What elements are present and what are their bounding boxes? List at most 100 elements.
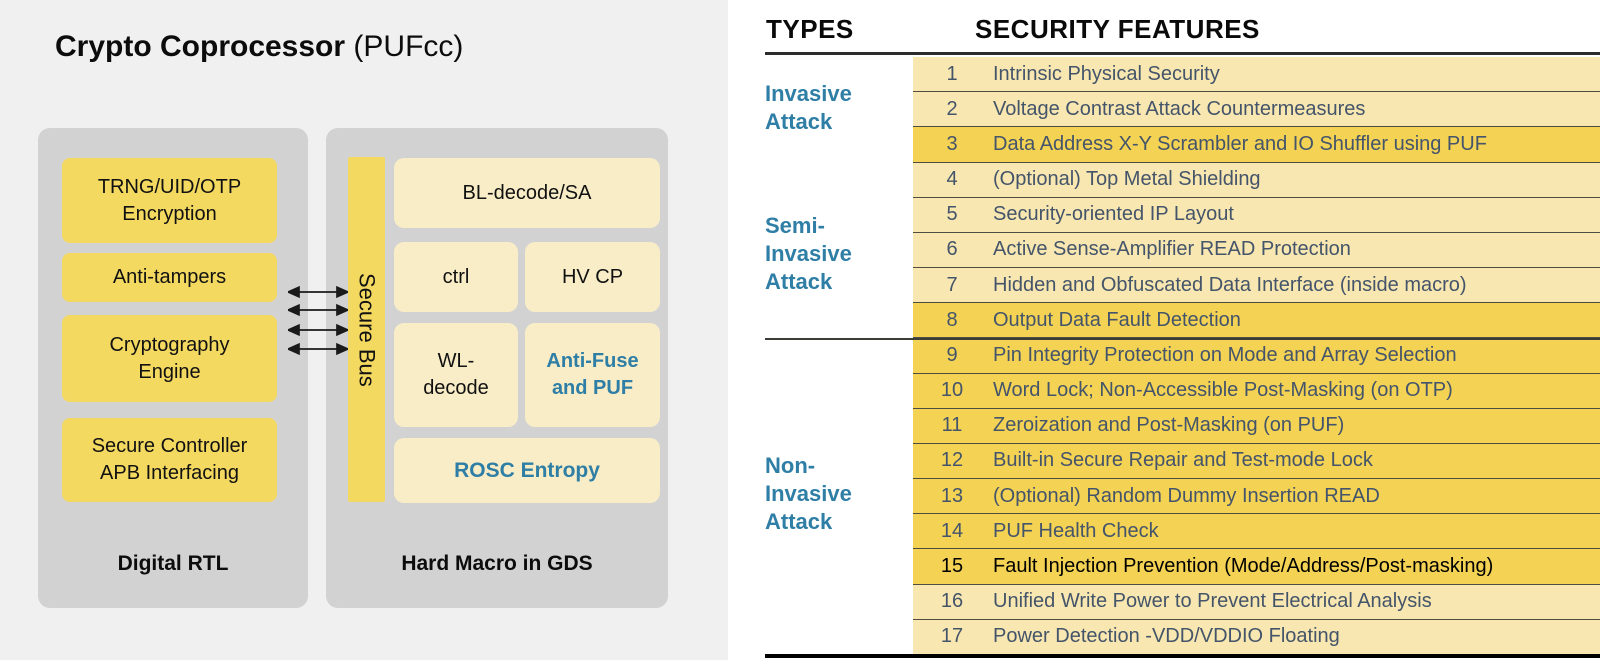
row-feature-text: Built-in Secure Repair and Test-mode Loc… [993, 449, 1373, 472]
row-number: 4 [946, 168, 958, 191]
row-number: 15 [940, 554, 964, 577]
row-feature-text: Zeroization and Post-Masking (on PUF) [993, 414, 1345, 437]
digital-rtl-caption: Digital RTL [117, 552, 229, 575]
group-label-line: Semi- [765, 213, 825, 238]
table-row-1: 1 Intrinsic Physical Security [913, 57, 1600, 92]
group-label-line: Non- [765, 453, 816, 478]
row-feature-text: Unified Write Power to Prevent Electrica… [993, 590, 1432, 613]
row-feature-text: (Optional) Random Dummy Insertion READ [993, 484, 1380, 507]
row-feature-text: PUF Health Check [993, 519, 1159, 542]
table-row-6: 6 Active Sense-Amplifier READ Protection [913, 231, 1600, 268]
row-feature-text: Security-oriented IP Layout [993, 203, 1234, 226]
table-row-13: 13 (Optional) Random Dummy Insertion READ [913, 478, 1600, 514]
block-rosc-entropy: ROSC Entropy [394, 438, 660, 503]
header-divider-line [765, 52, 1600, 55]
table-row-16: 16 Unified Write Power to Prevent Electri… [913, 583, 1600, 619]
table-row-11: 11 Zeroization and Post-Masking (on PUF) [913, 407, 1600, 443]
row-number: 12 [940, 449, 964, 472]
hard-macro-caption: Hard Macro in GDS [401, 552, 593, 575]
block-line: BL-decode/SA [462, 181, 592, 204]
table-bottom-line [765, 654, 1600, 658]
table-row-14: 14 PUF Health Check [913, 513, 1600, 549]
row-number: 5 [946, 203, 958, 226]
block-line: ROSC Entropy [454, 459, 600, 482]
row-feature-text: Active Sense-Amplifier READ Protection [993, 238, 1351, 261]
row-number: 1 [946, 62, 958, 85]
block-secure-controller: Secure Controller APB Interfacing [62, 418, 277, 502]
group-divider-line [765, 338, 1600, 340]
title-suffix: (PUFcc) [345, 30, 464, 63]
block-line: TRNG/UID/OTP [97, 175, 242, 198]
security-features-rows: 1 Intrinsic Physical Security 2 Voltage Con… [913, 57, 1600, 654]
group-label-line: Attack [765, 269, 833, 294]
row-number: 13 [940, 484, 964, 507]
row-number: 3 [946, 132, 958, 155]
block-trng-uid-otp: TRNG/UID/OTP Encryption [62, 158, 277, 243]
table-row-9: 9 Pin Integrity Protection on Mode and Ar… [913, 337, 1600, 373]
group-label-line: Invasive [765, 481, 852, 506]
block-anti-tampers: Anti-tampers [62, 253, 277, 302]
block-wl-decode: WL- decode [394, 323, 518, 427]
row-number: 14 [940, 519, 964, 542]
table-row-8: 8 Output Data Fault Detection [913, 302, 1600, 338]
block-line: ctrl [442, 265, 470, 288]
table-row-12: 12 Built-in Secure Repair and Test-mode L… [913, 442, 1600, 479]
table-row-2: 2 Voltage Contrast Attack Countermeasures [913, 91, 1600, 127]
block-line: and PUF [551, 377, 634, 399]
block-line: decode [423, 377, 489, 399]
row-feature-text: Intrinsic Physical Security [993, 62, 1220, 85]
row-number: 6 [946, 238, 958, 261]
group-label-line: Invasive [765, 81, 852, 106]
row-feature-text: (Optional) Top Metal Shielding [993, 168, 1261, 191]
block-line: Cryptography [109, 333, 230, 356]
table-row-7: 7 Hidden and Obfuscated Data Interface (i… [913, 267, 1600, 303]
secure-bus-bar: Secure Bus [348, 157, 385, 502]
digital-rtl-panel: TRNG/UID/OTP Encryption Anti-tampers Cry… [38, 128, 308, 608]
block-line: Encryption [122, 202, 217, 225]
secure-bus-label: Secure Bus [354, 272, 380, 387]
block-line: Anti-Fuse [546, 350, 639, 372]
table-row-15: 15 Fault Injection Prevention (Mode/Addre… [913, 548, 1600, 584]
table-row-17: 17 Power Detection -VDD/VDDIO Floating [913, 618, 1600, 654]
row-number: 2 [946, 97, 958, 120]
table-row-5: 5 Security-oriented IP Layout [913, 196, 1600, 232]
table-row-4: 4 (Optional) Top Metal Shielding [913, 161, 1600, 197]
row-feature-text: Output Data Fault Detection [993, 308, 1241, 331]
group-label-invasive-attack: Invasive Attack [765, 80, 913, 136]
block-bl-decode-sa: BL-decode/SA [394, 158, 660, 228]
group-label-line: Attack [765, 109, 833, 134]
row-feature-text: Fault Injection Prevention (Mode/Address… [993, 554, 1494, 577]
group-label-line: Attack [765, 509, 833, 534]
security-features-column-header: SECURITY FEATURES [975, 14, 1260, 44]
hard-macro-panel: Secure Bus BL-decode/SA ctrl HV CP WL- d… [326, 128, 668, 608]
row-number: 11 [941, 414, 963, 437]
row-number: 10 [940, 379, 964, 402]
row-feature-text: Voltage Contrast Attack Countermeasures [993, 97, 1366, 120]
row-feature-text: Hidden and Obfuscated Data Interface (in… [993, 273, 1467, 296]
title-bold: Crypto Coprocessor [55, 30, 346, 63]
table-row-10: 10 Word Lock; Non-Accessible Post-Masking… [913, 372, 1600, 408]
page-title: Crypto Coprocessor (PUFcc) [55, 30, 463, 64]
block-cryptography-engine: Cryptography Engine [62, 315, 277, 402]
block-anti-fuse-puf: Anti-Fuse and PUF [525, 323, 660, 427]
row-number: 16 [940, 590, 964, 613]
types-column-header: TYPES [766, 14, 854, 44]
row-number: 8 [946, 308, 958, 331]
block-line: Secure Controller [91, 435, 248, 457]
block-line: WL- [437, 350, 475, 372]
block-line: Anti-tampers [112, 266, 227, 288]
row-feature-text: Pin Integrity Protection on Mode and Arr… [993, 343, 1457, 366]
row-number: 9 [946, 343, 958, 366]
row-number: 17 [940, 625, 964, 648]
group-label-semi-invasive-attack: Semi- Invasive Attack [765, 212, 913, 296]
block-ctrl: ctrl [394, 242, 518, 312]
block-line: Engine [138, 360, 201, 383]
secure-bus-arrows-icon [288, 285, 348, 356]
block-hv-cp: HV CP [525, 242, 660, 312]
block-line: HV CP [561, 265, 624, 288]
row-number: 7 [946, 273, 958, 296]
row-feature-text: Power Detection -VDD/VDDIO Floating [993, 625, 1340, 648]
row-feature-text: Word Lock; Non-Accessible Post-Masking (… [993, 379, 1453, 402]
block-line: APB Interfacing [100, 462, 239, 484]
